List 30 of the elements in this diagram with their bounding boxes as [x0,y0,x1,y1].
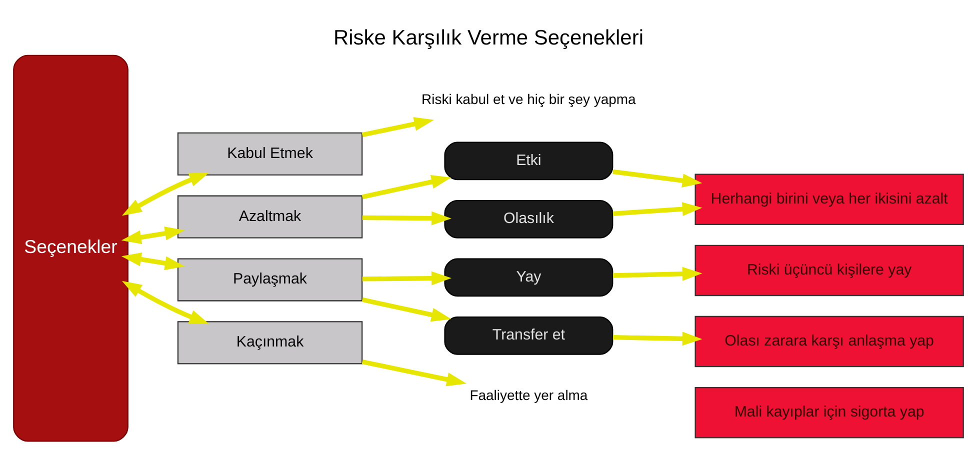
node-box: Kaçınmak [176,320,362,364]
node-box: Yay [444,258,613,296]
arrow [362,210,451,225]
node-box: Seçenekler [12,54,128,442]
arrow [612,202,702,216]
node-box: Transfer et [444,316,613,354]
arrow [361,358,466,386]
node-box: Olası zarara karşı anlaşma yap [694,315,964,367]
node-box: Olasılık [444,199,613,238]
arrow [120,226,184,244]
arrow [121,172,209,216]
node-box: Etki [444,141,613,180]
node-box: Azaltmak [176,194,362,238]
node-box: Herhangi birini veya her ikisini azalt [694,173,964,224]
arrow [361,296,451,322]
node-box: Kabul Etmek [176,132,362,175]
diagram-title: Riske Karşılık Verme Seçenekleri [333,26,643,49]
node-box: Paylaşmak [176,258,362,301]
arrow [121,280,209,324]
node-box: Mali kayıplar için sigorta yap [694,386,964,438]
arrow [120,252,184,270]
arrow [361,116,434,137]
arrow [362,270,451,285]
arrow [612,331,702,346]
node-text: Faaliyette yer alma [469,386,588,402]
arrow [612,168,702,187]
node-box: Riski üçüncü kişilere yay [694,244,964,296]
node-text: Riski kabul et ve hiç bir şey yapma [421,90,636,106]
arrow [361,174,451,199]
arrow [612,266,702,280]
